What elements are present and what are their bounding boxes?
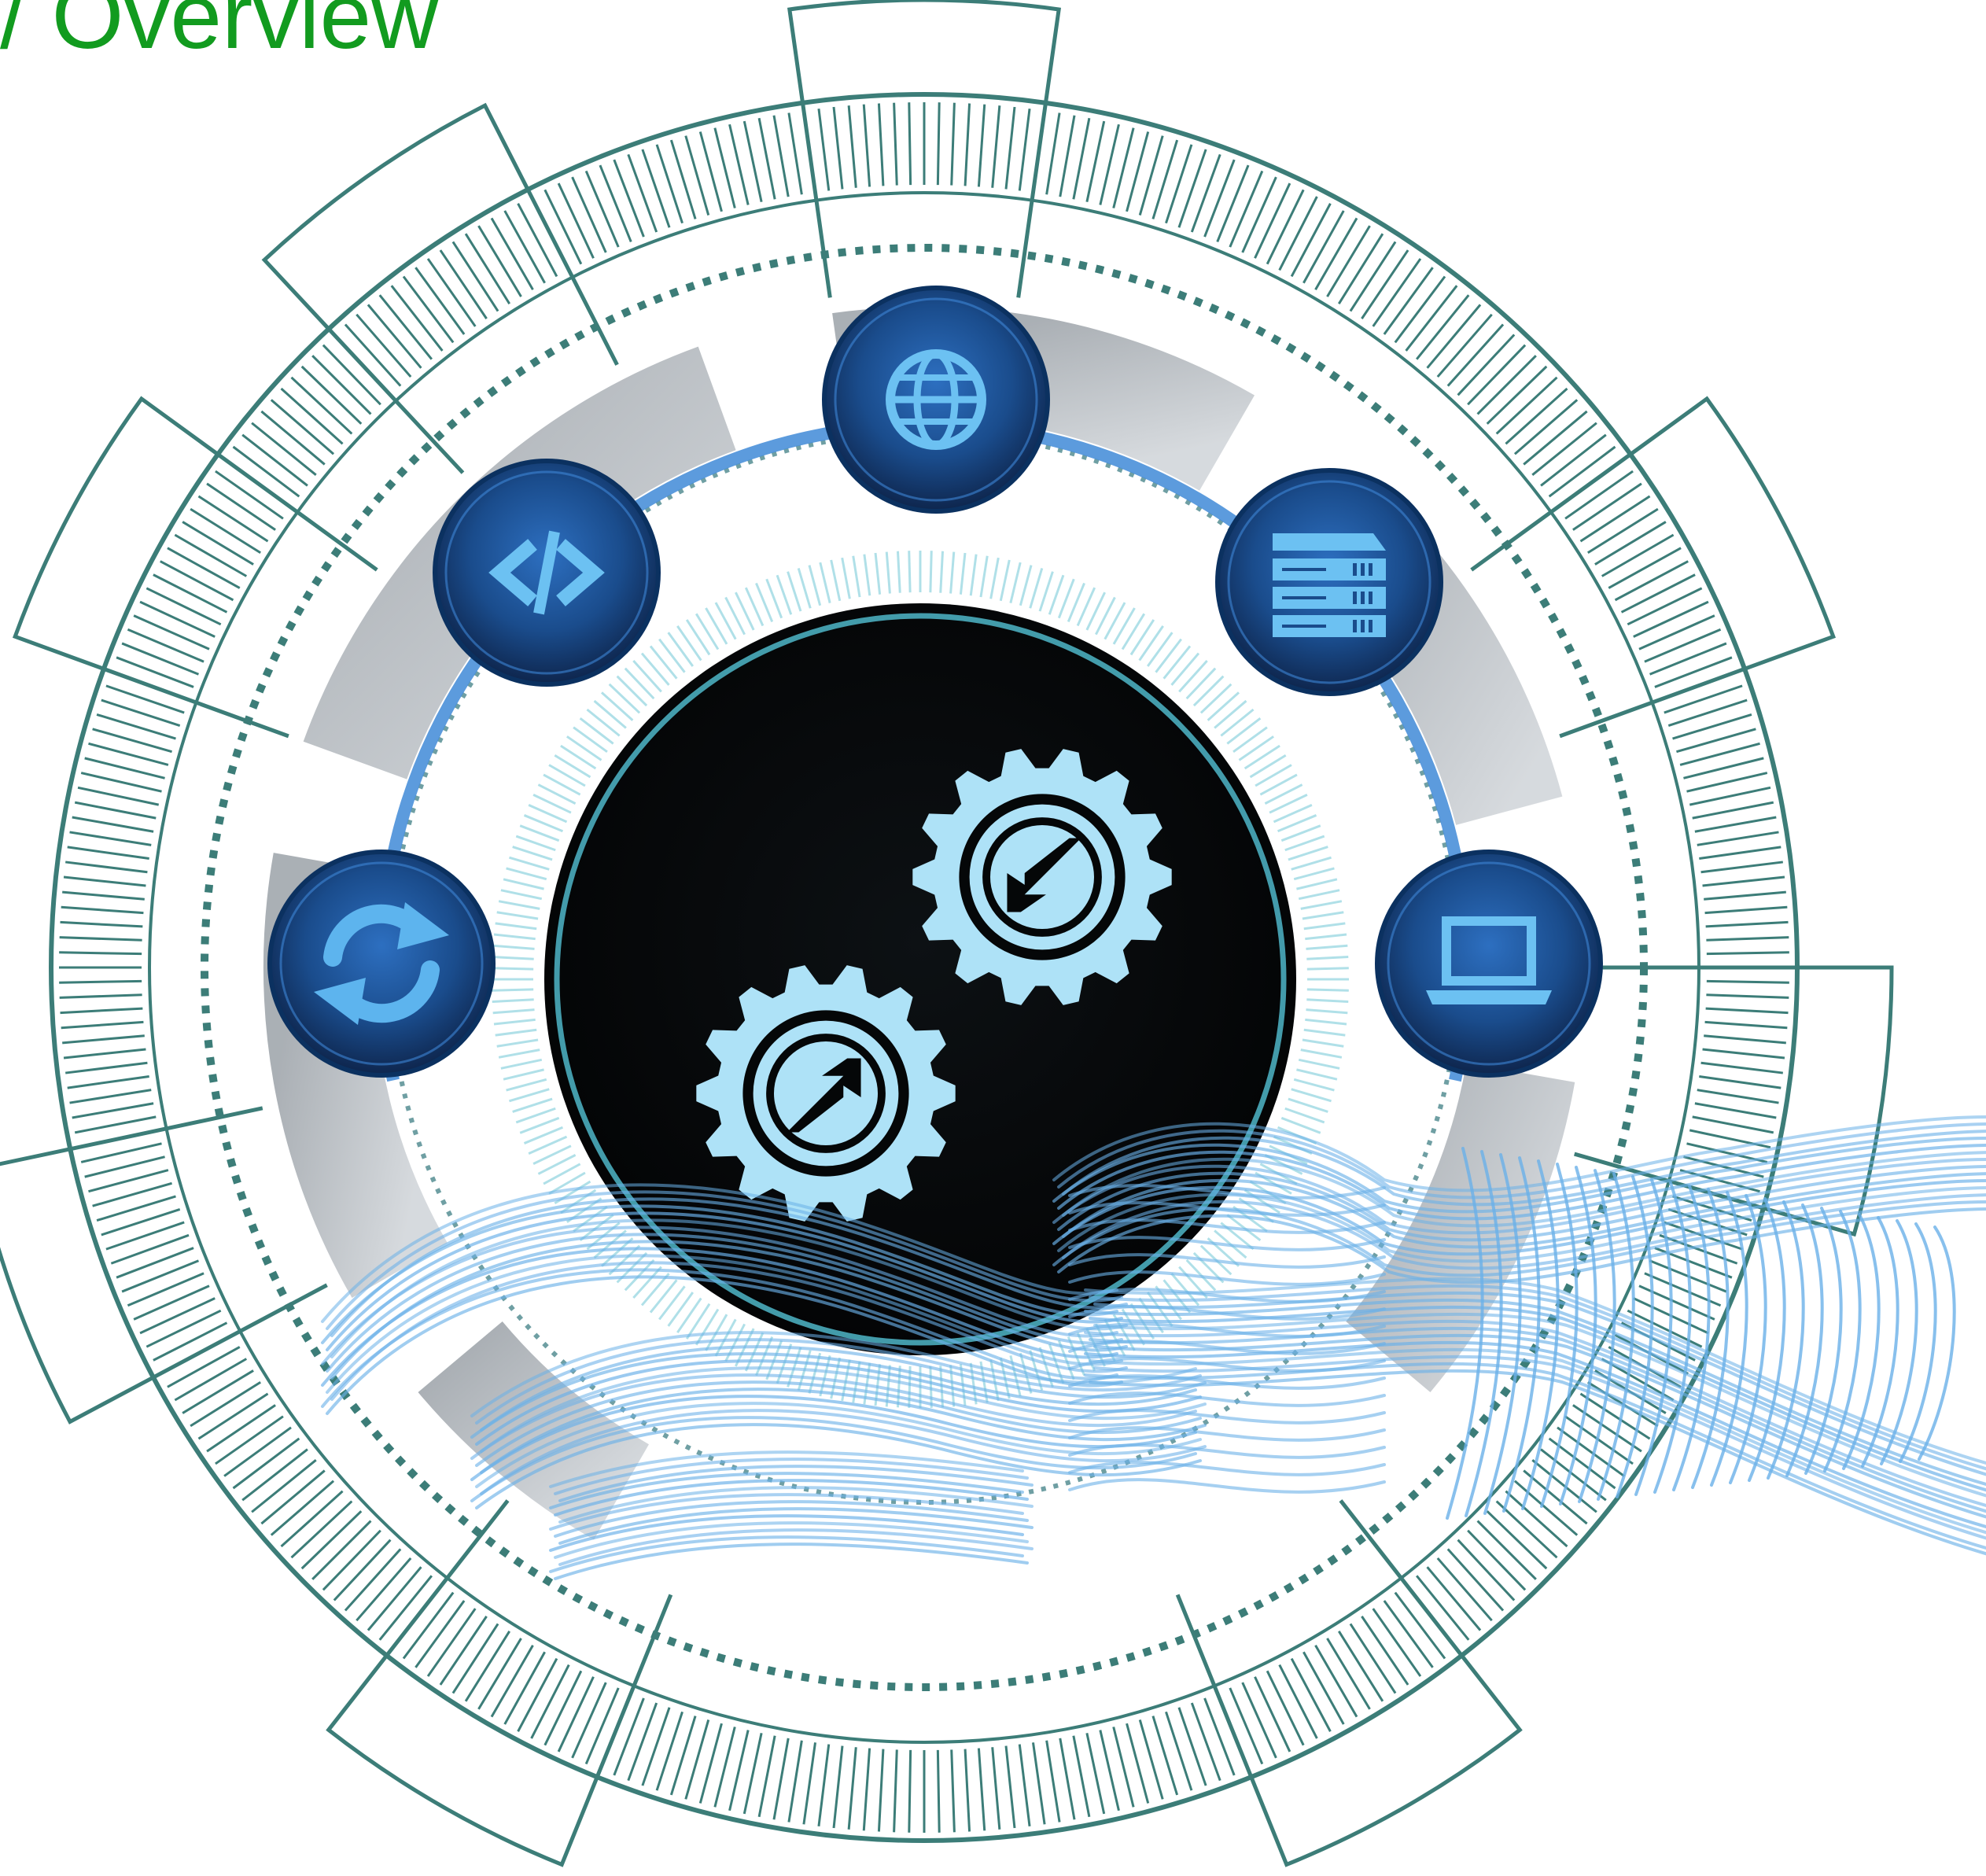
globe-icon [822,286,1050,514]
gears-icon [696,749,1172,1222]
wireframe-hand [321,1115,1986,1580]
sync-icon [267,850,496,1078]
laptop-icon [1375,850,1603,1078]
bracket-frames [0,0,1894,1867]
page-title: / Overview [0,0,439,68]
code-icon [433,459,661,687]
outer-tick-ring [49,92,1800,1843]
server-icon [1215,468,1443,696]
